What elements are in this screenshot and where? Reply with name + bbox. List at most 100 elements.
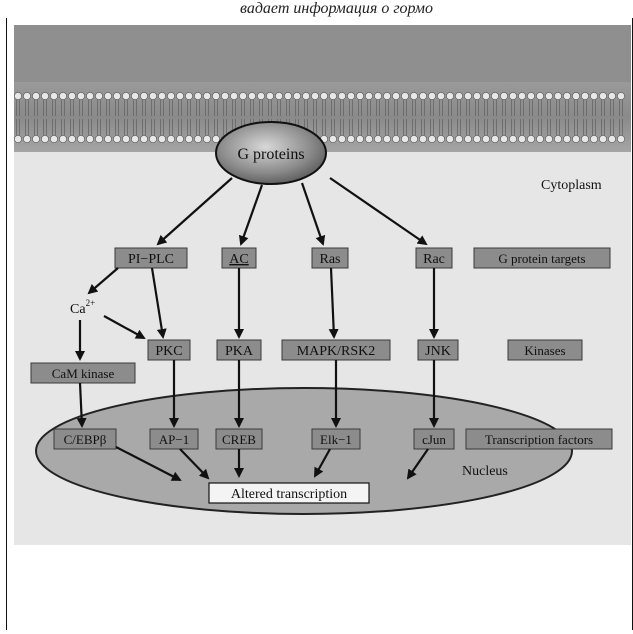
elk-box	[311, 428, 361, 450]
lipid-heads-bottom	[14, 135, 625, 143]
lipid-head	[365, 135, 373, 143]
lipid-head	[14, 92, 22, 100]
lipid-head	[482, 135, 490, 143]
lipid-head	[329, 92, 337, 100]
lipid-head	[347, 92, 355, 100]
lipid-head	[185, 92, 193, 100]
lipid-head	[536, 92, 544, 100]
lipid-head	[194, 135, 202, 143]
lipid-head	[464, 135, 472, 143]
lipid-head	[509, 92, 517, 100]
lipid-head	[374, 92, 382, 100]
ras-box	[311, 247, 349, 269]
lipid-head	[203, 92, 211, 100]
lipid-head	[356, 92, 364, 100]
lipid-head	[131, 92, 139, 100]
lipid-head	[194, 92, 202, 100]
lipid-head	[68, 92, 76, 100]
lipid-head	[167, 135, 175, 143]
kinases-label: Kinases	[524, 343, 565, 358]
arrow-g-to-ras	[300, 182, 326, 246]
arrow-piplc-to-pkc	[150, 267, 167, 339]
lipid-head	[257, 92, 265, 100]
lipid-head	[95, 92, 103, 100]
lipid-head	[581, 135, 589, 143]
lipid-head	[266, 92, 274, 100]
lipid-head	[509, 135, 517, 143]
lipid-head	[32, 92, 40, 100]
creb-label: CREB	[222, 432, 256, 447]
lipid-head	[185, 135, 193, 143]
ac-label: AC	[229, 252, 248, 267]
arrow-g-to-rac	[329, 177, 428, 246]
lipid-head	[212, 92, 220, 100]
transcription-factors-label: Transcription factors	[485, 432, 593, 447]
lipid-tails	[16, 100, 623, 135]
kinases-label-box	[507, 339, 583, 361]
lipid-head	[473, 135, 481, 143]
cjun-box	[413, 428, 455, 450]
pkc-label: PKC	[155, 344, 182, 359]
ap1-box	[149, 428, 199, 450]
lipid-head	[392, 135, 400, 143]
lipid-head	[563, 92, 571, 100]
page-header: вадает информация о гормо	[0, 0, 633, 22]
lipid-head	[617, 92, 625, 100]
ap1-label: AP−1	[159, 432, 189, 447]
lipid-head	[212, 135, 220, 143]
lipid-head	[455, 135, 463, 143]
lipid-heads-top	[14, 92, 625, 100]
cjun-label: cJun	[422, 432, 446, 447]
lipid-head	[176, 92, 184, 100]
lipid-head	[446, 135, 454, 143]
lipid-head	[419, 135, 427, 143]
arrow-ras-to-mapk	[328, 267, 339, 339]
lipid-head	[419, 92, 427, 100]
cebp-box	[53, 428, 117, 450]
arrow-cebp-to-output	[115, 446, 182, 481]
lipid-head	[113, 135, 121, 143]
lipid-head	[428, 135, 436, 143]
lipid-head	[383, 92, 391, 100]
lipid-head	[77, 92, 85, 100]
lipid-head	[131, 135, 139, 143]
lipid-head	[572, 135, 580, 143]
jnk-box	[417, 339, 459, 361]
lipid-head	[410, 135, 418, 143]
lipid-head	[23, 92, 31, 100]
lipid-head	[77, 135, 85, 143]
lipid-head	[437, 135, 445, 143]
lipid-head	[437, 92, 445, 100]
lipid-head	[221, 92, 229, 100]
altered-transcription-box	[208, 482, 370, 504]
pi-plc-box	[114, 247, 188, 269]
arrow-cam-to-cebp	[76, 382, 87, 428]
lipid-head	[284, 92, 292, 100]
pkc-box	[147, 339, 191, 361]
lipid-head	[302, 92, 310, 100]
lipid-head	[365, 92, 373, 100]
lipid-head	[410, 92, 418, 100]
lipid-head	[545, 135, 553, 143]
arrow-piplc-to-ca	[87, 267, 119, 295]
lipid-head	[491, 135, 499, 143]
lipid-head	[293, 92, 301, 100]
lipid-head	[383, 135, 391, 143]
lipid-head	[149, 92, 157, 100]
lipid-head	[41, 92, 49, 100]
lipid-head	[86, 135, 94, 143]
lipid-head	[347, 135, 355, 143]
lipid-head	[50, 92, 58, 100]
cebp-label: C/EBPβ	[64, 432, 107, 447]
lipid-head	[356, 135, 364, 143]
lipid-head	[50, 135, 58, 143]
lipid-head	[518, 92, 526, 100]
lipid-head	[473, 92, 481, 100]
lipid-head	[320, 92, 328, 100]
lipid-head	[401, 135, 409, 143]
lipid-head	[428, 92, 436, 100]
calcium-label: Ca2+	[70, 298, 95, 317]
lipid-head	[518, 135, 526, 143]
lipid-head	[608, 92, 616, 100]
